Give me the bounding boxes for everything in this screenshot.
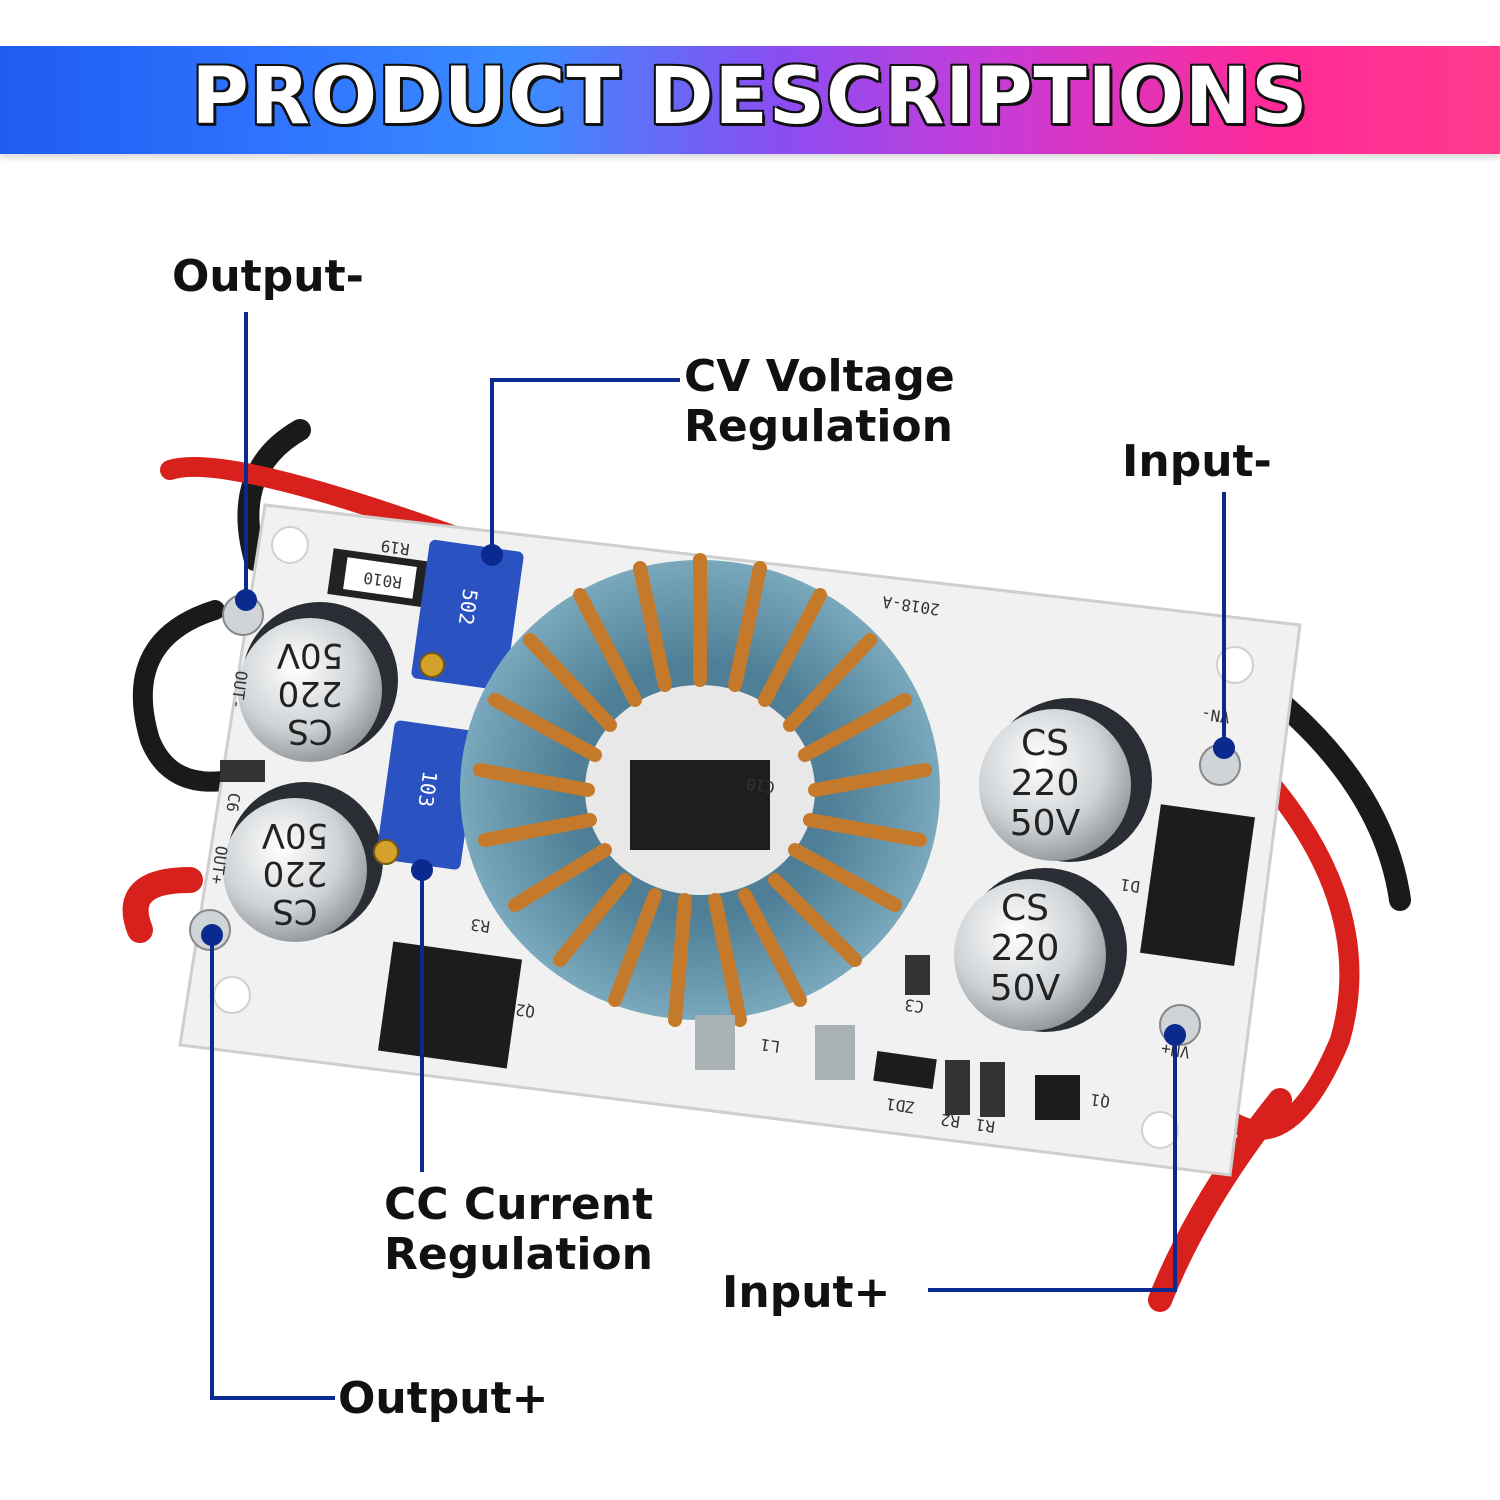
input-plus-tail [1148, 1088, 1292, 1312]
silk-r1: R1 [974, 1115, 996, 1136]
cv-potentiometer [411, 539, 524, 691]
silk-r3: R3 [469, 915, 491, 936]
inductor-leg [695, 1015, 735, 1070]
red-loop-left [122, 867, 203, 943]
cap-c2-brand: CS [272, 891, 317, 931]
input-plus-leader [928, 1030, 1177, 1292]
capacitor-c1 [238, 602, 398, 762]
mount-hole [213, 976, 251, 1014]
cap-c3-brand: CS [1021, 723, 1069, 764]
silk-r19: R19 [380, 536, 411, 559]
label-cc-line2: Regulation [384, 1229, 653, 1280]
label-output-plus: Output+ [338, 1373, 549, 1424]
label-cv-line1: CV Voltage [684, 351, 955, 402]
pot2-code: 103 [413, 769, 442, 808]
cap-c1-value: 220 [278, 673, 343, 713]
silk-c3: C3 [903, 995, 925, 1016]
transistor-q1 [1035, 1075, 1080, 1120]
capacitor-c2 [223, 782, 383, 942]
diode-d1 [1140, 804, 1255, 966]
resistor-r2 [945, 1060, 970, 1115]
cap-c2-value: 220 [263, 853, 328, 893]
resistor-r1 [980, 1062, 1005, 1117]
capacitor-c3 [979, 698, 1152, 862]
cap-c4-voltage: 50V [990, 968, 1061, 1009]
cap-c2-voltage: 50V [262, 815, 329, 855]
cap-c1-brand: CS [287, 711, 332, 751]
output-minus-dot [235, 589, 257, 611]
mount-hole [1141, 1111, 1179, 1149]
silk-zd1: ZD1 [885, 1094, 916, 1117]
silk-c6: C6 [222, 792, 243, 814]
cap-c4-brand: CS [1001, 888, 1049, 929]
output-plus-leader [210, 935, 335, 1400]
cap-c4-value: 220 [991, 928, 1060, 969]
silk-d1: D1 [1119, 875, 1141, 896]
toroid-inductor [460, 553, 940, 1027]
input-plus-dot [1164, 1024, 1186, 1046]
mount-hole [271, 526, 309, 564]
cv-leader [490, 378, 680, 555]
cc-potentiometer [373, 720, 479, 870]
cap-c1-voltage: 50V [277, 635, 344, 675]
page-title: PRODUCT DESCRIPTIONS [191, 52, 1309, 142]
silk-q2: Q2 [514, 1000, 536, 1021]
input-minus-dot [1213, 737, 1235, 759]
capacitor-c4 [954, 868, 1127, 1032]
cv-dot [481, 544, 503, 566]
label-cv-line2: Regulation [684, 401, 953, 452]
zener-zd1 [873, 1050, 937, 1090]
mosfet-q2 [377, 941, 523, 1069]
header-banner [0, 46, 1500, 154]
label-output-minus: Output- [172, 251, 364, 302]
silk-q1: Q1 [1089, 1090, 1111, 1111]
output-plus-dot [201, 924, 223, 946]
label-cc-line1: CC Current [384, 1179, 654, 1230]
silk-out-minus: OUT- [227, 670, 251, 711]
silk-r2: R2 [939, 1110, 961, 1131]
capacitor-c6 [220, 760, 265, 782]
cap-c3-value: 220 [1011, 763, 1080, 804]
black-loop-left [132, 600, 240, 792]
label-input-minus: Input- [1122, 436, 1272, 487]
silk-vin-minus: VN- [1200, 704, 1231, 727]
silk-l1: L1 [759, 1035, 781, 1056]
cc-dot [411, 859, 433, 881]
inductor-leg [815, 1025, 855, 1080]
pot1-code: 502 [454, 587, 483, 626]
cap-c3-voltage: 50V [1010, 803, 1081, 844]
capacitor-c3-smd [905, 955, 930, 995]
silk-c10: C10 [745, 774, 776, 797]
label-input-plus: Input+ [722, 1267, 891, 1318]
